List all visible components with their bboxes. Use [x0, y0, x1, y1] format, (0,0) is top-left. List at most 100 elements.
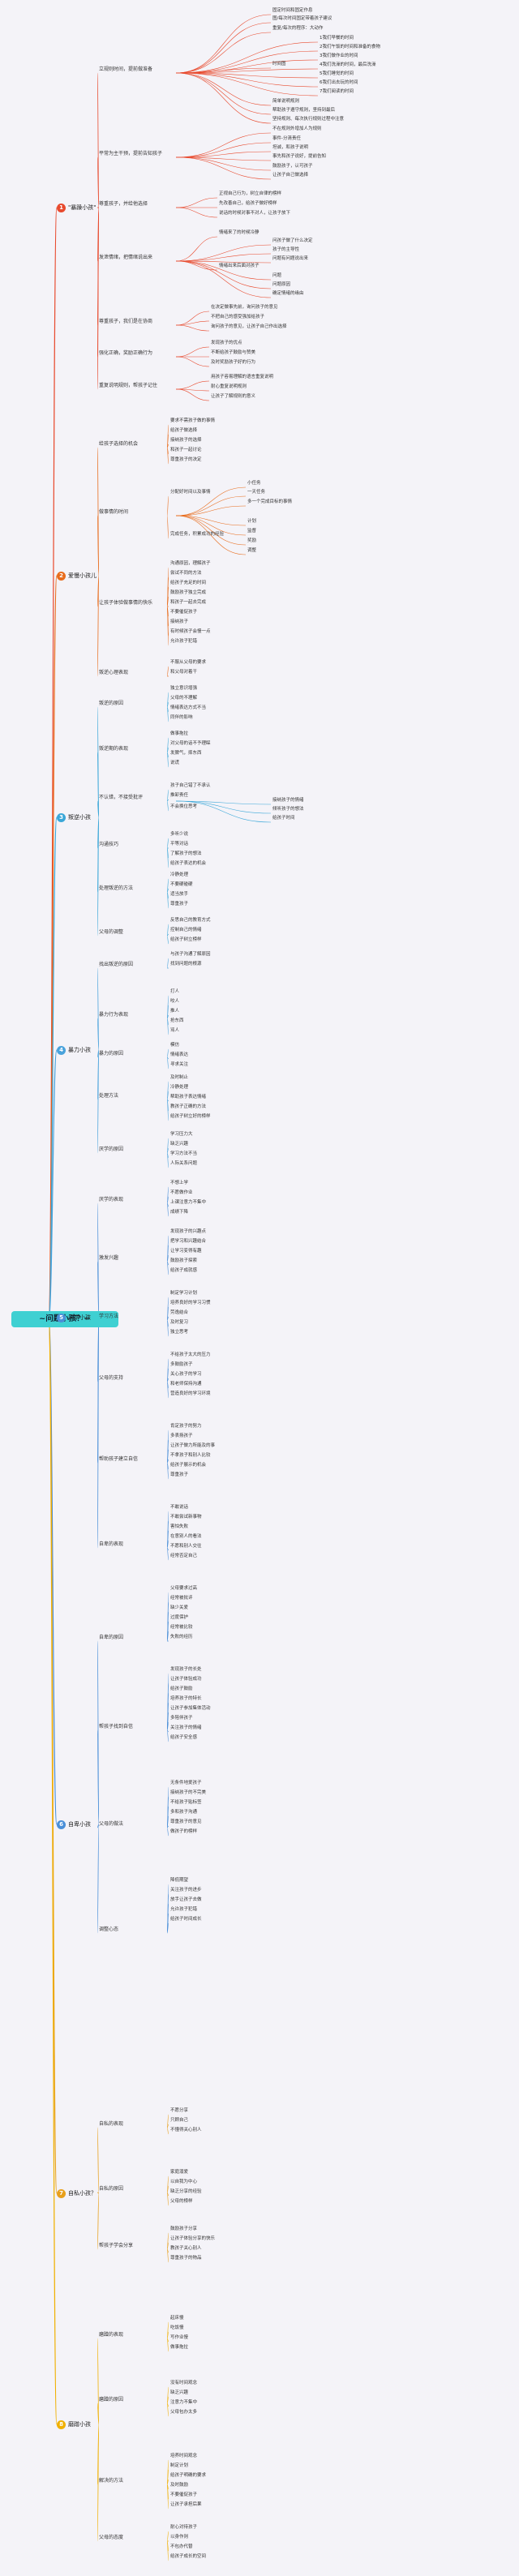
subtopic-node[interactable]: 缺乏兴趣 [170, 1142, 189, 1147]
subtopic-node[interactable]: 不敢说话 [170, 1505, 189, 1510]
topic-node[interactable]: 解决的方法 [99, 2478, 124, 2484]
subtopic-node[interactable]: 尊重孩子的意见 [170, 1819, 202, 1824]
subtopic-node[interactable]: 无条件地爱孩子 [170, 1781, 202, 1785]
subtopic-node[interactable]: 把学习和兴趣结合 [170, 1239, 207, 1244]
subtopic-node[interactable]: 帮助孩子表达情绪 [170, 1095, 207, 1099]
subtopic-node[interactable]: 同伴的影响 [170, 715, 193, 720]
topic-node[interactable]: 叛逆期的表现 [99, 746, 129, 752]
subtopic-node[interactable]: 吃饭慢 [170, 2325, 184, 2330]
subtopic-node[interactable]: 写作业慢 [170, 2335, 189, 2340]
subtopic-node[interactable]: 经常被批评 [170, 1596, 193, 1601]
subtopic-node[interactable]: 人际关系问题 [170, 1161, 198, 1166]
subtopic-node[interactable]: 培养孩子的特长 [170, 1696, 202, 1701]
subtopic-node[interactable]: 分配好时间以及事情 [170, 490, 211, 495]
topic-node[interactable]: 帮孩子学会分享 [99, 2243, 134, 2248]
subtopic-node[interactable]: 及时奖励孩子好的行为 [211, 360, 256, 365]
subtopic-node[interactable]: 寻求关注 [170, 1062, 189, 1067]
subtopic-node[interactable]: 尊重孩子 [170, 1472, 189, 1477]
subtopic-node[interactable]: 监督 [247, 529, 257, 534]
subtopic-node[interactable]: 教孩子正确的方法 [170, 1104, 207, 1109]
topic-node[interactable]: 暴力行为表现 [99, 1012, 129, 1018]
subtopic-node[interactable]: 尝试不同的方法 [170, 571, 202, 576]
subtopic-node[interactable]: 在意别人的看法 [170, 1534, 202, 1539]
topic-node[interactable]: 沟通技巧 [99, 842, 119, 847]
subtopic-node[interactable]: 2我们午饭的时间和准备的食物 [320, 45, 381, 49]
subtopic-node[interactable]: 父母要求过高 [170, 1586, 198, 1591]
topic-node[interactable]: 重复说明规则，帮孩子记住 [99, 383, 158, 388]
subtopic-node[interactable]: 问题原因 [272, 282, 291, 287]
subtopic-node[interactable]: 肯定孩子的努力 [170, 1424, 202, 1429]
topic-node[interactable]: 暴力的原因 [99, 1051, 124, 1057]
subtopic-node[interactable]: 多表扬孩子 [170, 1434, 193, 1438]
subtopic-node[interactable]: 对父母的话不予理睬 [170, 741, 211, 746]
subtopic-node[interactable]: 教孩子关心别人 [170, 2246, 202, 2251]
subtopic-node[interactable]: 沟通原因，理解孩子 [170, 561, 211, 566]
subtopic-node[interactable]: 与孩子沟通了解原因 [170, 952, 211, 957]
subtopic-node[interactable]: 冷静处理 [170, 1085, 189, 1090]
subtopic-node[interactable]: 打人 [170, 989, 180, 994]
subtopic-node[interactable]: 发脾气，摔东西 [170, 751, 202, 756]
subtopic-node[interactable]: 允许孩子犯错 [170, 639, 198, 644]
subtopic-node[interactable]: 不愿分享 [170, 2108, 189, 2113]
subtopic-node[interactable]: 害怕失败 [170, 1524, 189, 1529]
subtopic-node[interactable]: 不拿孩子和别人比较 [170, 1453, 211, 1458]
topic-node[interactable]: 帮孩子找到自信 [99, 1724, 134, 1729]
subtopic-node[interactable]: 坚持规则、每次执行规则过程中注意 [272, 117, 345, 122]
subtopic-node[interactable]: 奖励 [247, 538, 257, 543]
subtopic-node[interactable]: 让学习变得有趣 [170, 1249, 202, 1254]
subtopic-node[interactable]: 6我们出去玩的时间 [320, 80, 358, 85]
subtopic-node[interactable]: 和老师保持沟通 [170, 1382, 202, 1387]
subtopic-node[interactable]: 学习压力大 [170, 1132, 193, 1137]
subtopic-node[interactable]: 缺乏分享的经验 [170, 2189, 202, 2194]
topic-node[interactable]: 自卑的原因 [99, 1635, 124, 1640]
subtopic-node[interactable]: 坦诚，和孩子说明 [272, 145, 309, 150]
topic-node[interactable]: 让孩子体验做事情的快乐 [99, 600, 153, 606]
subtopic-node[interactable]: 模仿 [170, 1043, 180, 1048]
subtopic-node[interactable]: 给孩子树立好的榜样 [170, 1114, 211, 1119]
subtopic-node[interactable]: 说话的时候对事不对人，让孩子放下 [219, 211, 291, 216]
topic-node[interactable]: 厌学的原因 [99, 1147, 124, 1152]
subtopic-node[interactable]: 咬人 [170, 999, 180, 1004]
subtopic-node[interactable]: 和孩子一起讨论 [170, 448, 202, 452]
subtopic-node[interactable]: 不会换位思考 [170, 804, 198, 809]
subtopic-node[interactable]: 关心孩子的学习 [170, 1372, 202, 1377]
subtopic-node[interactable]: 固定时间和固定作息 [272, 8, 313, 13]
subtopic-node[interactable]: 问题有问题说出来 [272, 256, 309, 261]
subtopic-node[interactable]: 发现孩子的优点 [211, 341, 242, 345]
topic-node[interactable]: 磨蹭的原因 [99, 2397, 124, 2402]
subtopic-node[interactable]: 没有时间观念 [170, 2381, 198, 2385]
subtopic-node[interactable]: 7我们阅读的时间 [320, 89, 354, 94]
subtopic-node[interactable]: 适当放手 [170, 892, 189, 897]
subtopic-node[interactable]: 家庭溺爱 [170, 2170, 189, 2175]
topic-node[interactable]: 叛逆心理表现 [99, 670, 129, 675]
subtopic-node[interactable]: 缺少关爱 [170, 1605, 189, 1610]
subtopic-node[interactable]: 不要催促孩子 [170, 2492, 198, 2497]
subtopic-node[interactable]: 和孩子一起去完成 [170, 600, 207, 605]
topic-node[interactable]: 自私的原因 [99, 2186, 124, 2192]
subtopic-node[interactable]: 让孩子做力所能及的事 [170, 1443, 216, 1448]
subtopic-node[interactable]: 用孩子容易理解的语言重复说明 [211, 375, 274, 379]
subtopic-node[interactable]: 父母的榜样 [170, 2199, 193, 2204]
subtopic-node[interactable]: 给孩子表达的机会 [170, 861, 207, 866]
subtopic-node[interactable]: 骂人 [170, 1028, 180, 1033]
subtopic-node[interactable]: 简单说明规则 [272, 99, 300, 104]
subtopic-node[interactable]: 做事拖拉 [170, 731, 189, 736]
subtopic-node[interactable]: 注意力不集中 [170, 2400, 198, 2405]
subtopic-node[interactable]: 关注孩子的进步 [170, 1888, 202, 1892]
subtopic-node[interactable]: 和父母对着干 [170, 670, 198, 675]
subtopic-node[interactable]: 做孩子的榜样 [170, 1829, 198, 1834]
subtopic-node[interactable]: 尊重孩子的决定 [170, 457, 202, 462]
subtopic-node[interactable]: 让孩子了解规则的意义 [211, 394, 256, 399]
subtopic-node[interactable]: 不服从父母的要求 [170, 660, 207, 665]
subtopic-node[interactable]: 尊重孩子的物品 [170, 2256, 202, 2261]
topic-node[interactable]: 自私的表现 [99, 2121, 124, 2127]
subtopic-node[interactable]: 找到问题的根源 [170, 962, 202, 967]
subtopic-node[interactable]: 确定情绪的缘由 [272, 291, 304, 296]
subtopic-node[interactable]: 推卸责任 [170, 793, 189, 798]
subtopic-node[interactable]: 耐心对待孩子 [170, 2525, 198, 2530]
topic-node[interactable]: 平常为主干预，提前告知孩子 [99, 151, 163, 156]
topic-node[interactable]: 处理方法 [99, 1093, 119, 1099]
subtopic-node[interactable]: 及时复习 [170, 1320, 189, 1325]
